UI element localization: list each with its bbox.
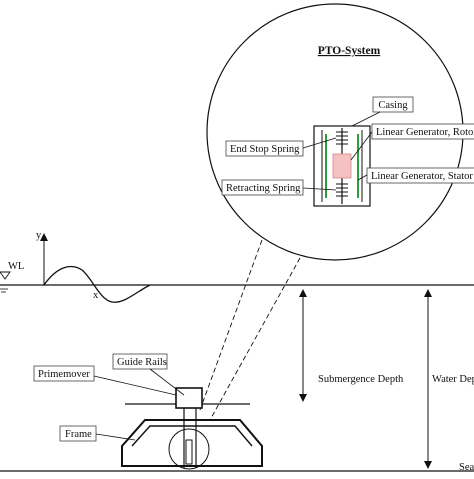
wave-curve [43,265,151,303]
label-retracting-spring: Retracting Spring [221,179,337,196]
svg-text:Frame: Frame [65,429,92,440]
svg-text:Linear Generator, Stator: Linear Generator, Stator [371,171,473,182]
label-end-stop-spring: End Stop Spring [225,137,337,157]
frame-inner-edge [131,425,253,447]
zoom-connector-left [199,239,263,411]
svg-text:Guide Rails: Guide Rails [117,357,167,368]
label-frame: Frame [59,425,136,442]
svg-text:Casing: Casing [378,100,408,111]
svg-text:Retracting Spring: Retracting Spring [226,183,301,194]
generator-rotor [332,153,352,179]
pto-unit [185,439,193,465]
label-guide-rails: Guide Rails [112,353,185,396]
casing [313,125,371,207]
y-axis-label: y [36,230,42,241]
submergence-depth-label: Submergence Depth [318,374,404,385]
svg-text:End Stop Spring: End Stop Spring [230,144,300,155]
primemover [175,387,203,409]
water-level-label: WL [8,261,24,272]
retracting-spring [336,183,348,197]
seabed-label: Seabed [459,462,474,473]
pto-title: PTO-System [318,45,381,57]
label-rotor: Linear Generator, Rotor [350,123,474,161]
label-casing: Casing [351,96,414,127]
label-primemover: Primemover [33,365,177,396]
zoom-connector-right [209,257,301,421]
svg-text:Primemover: Primemover [38,369,90,380]
end-stop-spring [336,131,348,145]
water-level-symbol [0,271,11,293]
water-depth-label: Water Depth [432,374,474,385]
pto-location-circle [168,428,210,470]
label-stator: Linear Generator, Stator [357,167,474,184]
svg-text:Linear Generator, Rotor: Linear Generator, Rotor [376,127,474,138]
x-axis-label: x [93,290,99,301]
